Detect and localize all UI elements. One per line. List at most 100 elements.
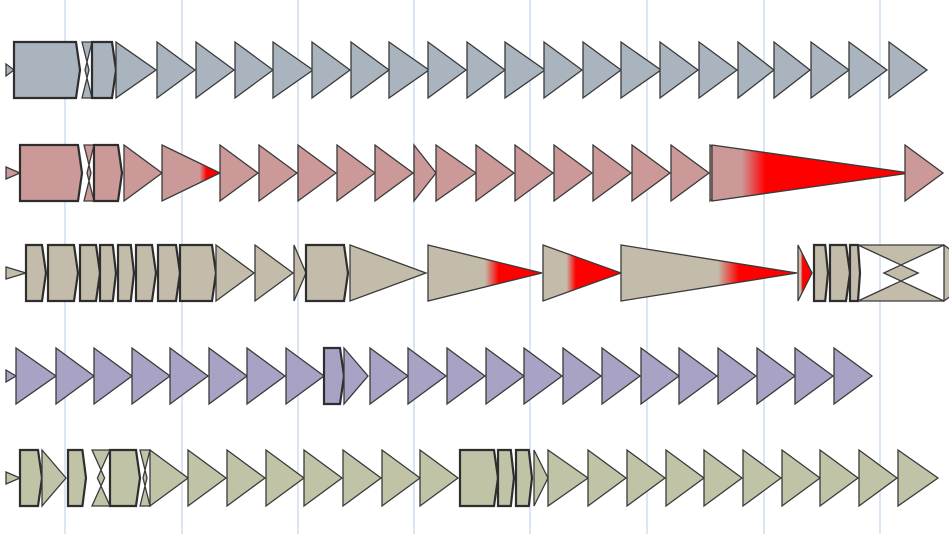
gene-arrow[interactable]	[523, 346, 564, 406]
gene-box[interactable]	[108, 448, 142, 508]
gene-arrow[interactable]	[265, 448, 306, 508]
gene-arrow[interactable]	[187, 448, 228, 508]
gene-arrow[interactable]	[466, 40, 507, 100]
gene-notch[interactable]	[857, 244, 945, 302]
gene-arrow[interactable]	[620, 40, 663, 100]
gene-box[interactable]	[828, 243, 852, 303]
gene-arrow[interactable]	[303, 448, 344, 508]
gene-arrow[interactable]	[5, 368, 18, 384]
gene-arrow[interactable]	[15, 346, 58, 406]
gene-arrow[interactable]	[5, 62, 16, 78]
gene-arrow[interactable]	[620, 244, 798, 302]
gene-arrow[interactable]	[413, 143, 437, 203]
gene-box[interactable]	[46, 243, 80, 303]
gene-arrow[interactable]	[514, 143, 555, 203]
gene-arrow[interactable]	[717, 346, 758, 406]
gene-arrow[interactable]	[698, 40, 739, 100]
gene-arrow[interactable]	[350, 40, 391, 100]
gene-box[interactable]	[514, 448, 534, 508]
gene-arrow[interactable]	[670, 143, 711, 203]
gene-arrow[interactable]	[342, 448, 383, 508]
gene-arrow[interactable]	[659, 40, 700, 100]
gene-arrow[interactable]	[504, 40, 547, 100]
gene-arrow[interactable]	[374, 143, 415, 203]
gene-arrow[interactable]	[781, 448, 822, 508]
gene-arrow[interactable]	[234, 40, 275, 100]
gene-arrow[interactable]	[848, 40, 889, 100]
gene-arrow[interactable]	[435, 143, 478, 203]
gene-notch[interactable]	[90, 449, 112, 507]
gene-arrow[interactable]	[703, 448, 744, 508]
gene-arrow[interactable]	[369, 346, 410, 406]
gene-box[interactable]	[496, 448, 516, 508]
gene-arrow[interactable]	[5, 471, 22, 485]
gene-arrow[interactable]	[5, 166, 22, 180]
gene-arrow[interactable]	[543, 40, 584, 100]
gene-arrow[interactable]	[904, 143, 945, 203]
gene-box[interactable]	[98, 243, 118, 303]
gene-box[interactable]	[18, 448, 44, 508]
gene-arrow[interactable]	[258, 143, 299, 203]
gene-arrow[interactable]	[272, 40, 315, 100]
gene-arrow[interactable]	[246, 346, 287, 406]
gene-arrow[interactable]	[756, 346, 797, 406]
gene-arrow[interactable]	[810, 40, 851, 100]
gene-arrow[interactable]	[797, 244, 813, 302]
gene-arrow[interactable]	[742, 448, 783, 508]
gene-arrow[interactable]	[587, 448, 628, 508]
gene-arrow[interactable]	[943, 243, 949, 303]
gene-box[interactable]	[812, 243, 830, 303]
gene-arrow[interactable]	[582, 40, 623, 100]
gene-arrow[interactable]	[388, 40, 431, 100]
gene-arrow[interactable]	[41, 448, 67, 508]
gene-box[interactable]	[24, 243, 48, 303]
gene-box[interactable]	[134, 243, 158, 303]
gene-arrow[interactable]	[254, 243, 295, 303]
gene-arrow[interactable]	[562, 346, 603, 406]
gene-notch[interactable]	[139, 449, 151, 507]
gene-arrow[interactable]	[149, 448, 190, 508]
gene-arrow[interactable]	[311, 40, 352, 100]
gene-arrow[interactable]	[678, 346, 719, 406]
gene-arrow[interactable]	[293, 244, 307, 302]
gene-arrow[interactable]	[833, 346, 874, 406]
gene-arrow[interactable]	[626, 448, 667, 508]
gene-arrow[interactable]	[631, 143, 672, 203]
gene-arrow[interactable]	[427, 40, 468, 100]
gene-arrow[interactable]	[427, 244, 543, 302]
gene-arrow[interactable]	[773, 40, 812, 100]
gene-box[interactable]	[12, 40, 82, 100]
gene-arrow[interactable]	[819, 448, 860, 508]
gene-arrow[interactable]	[285, 346, 326, 406]
gene-arrow[interactable]	[542, 244, 623, 302]
gene-arrow[interactable]	[343, 346, 369, 406]
gene-arrow[interactable]	[601, 346, 642, 406]
gene-box[interactable]	[322, 346, 346, 406]
gene-arrow[interactable]	[419, 448, 460, 508]
gene-arrow[interactable]	[533, 449, 549, 507]
gene-arrow[interactable]	[737, 40, 776, 100]
gene-box[interactable]	[66, 448, 88, 508]
gene-arrow[interactable]	[161, 143, 222, 203]
gene-arrow[interactable]	[208, 346, 249, 406]
gene-arrow[interactable]	[446, 346, 487, 406]
gene-arrow[interactable]	[349, 244, 428, 302]
gene-arrow[interactable]	[858, 448, 899, 508]
gene-box[interactable]	[458, 448, 500, 508]
gene-box[interactable]	[848, 243, 862, 303]
gene-arrow[interactable]	[794, 346, 835, 406]
gene-arrow[interactable]	[553, 143, 594, 203]
gene-arrow[interactable]	[897, 448, 940, 508]
gene-box[interactable]	[116, 243, 136, 303]
gene-arrow[interactable]	[640, 346, 681, 406]
gene-arrow[interactable]	[55, 346, 96, 406]
gene-arrow[interactable]	[485, 346, 526, 406]
gene-arrow[interactable]	[5, 266, 29, 280]
gene-box[interactable]	[90, 40, 118, 100]
gene-notch[interactable]	[81, 41, 93, 99]
gene-arrow[interactable]	[219, 143, 260, 203]
gene-arrow[interactable]	[115, 40, 158, 100]
gene-arrow[interactable]	[475, 143, 516, 203]
gene-box[interactable]	[18, 143, 84, 203]
gene-arrow[interactable]	[297, 143, 338, 203]
